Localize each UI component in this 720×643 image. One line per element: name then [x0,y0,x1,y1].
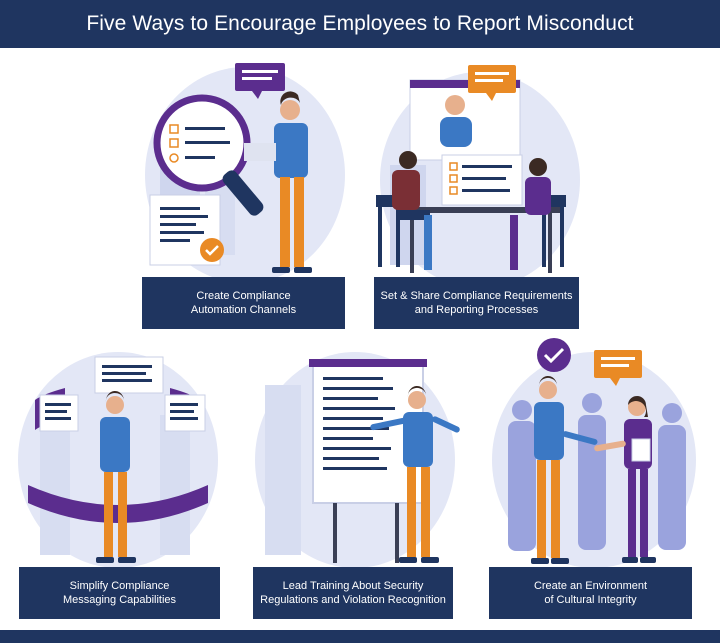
caption-line: Create Compliance [196,290,291,302]
caption-line: and Reporting Processes [414,304,539,316]
title-banner: Five Ways to Encourage Employees to Repo… [0,0,720,48]
caption-cultural-integrity: Create an Environment of Cultural Integr… [489,567,692,619]
magnifying-glass-checklist-icon [145,63,345,283]
caption-line: Create an Environment [533,580,648,592]
caption-line: Set & Share Compliance Requirements [380,290,573,302]
panel-cultural-integrity: Create an Environment of Cultural Integr… [482,335,707,625]
message-ring-icon [18,352,218,568]
caption-line: Messaging Capabilities [62,594,177,606]
caption-line: Simplify Compliance [69,580,170,592]
handshake-icon [492,338,696,568]
caption-line: Lead Training About Security [282,580,424,592]
flipchart-icon [255,352,460,568]
caption-automation-channels: Create Compliance Automation Channels [142,277,345,329]
page-title: Five Ways to Encourage Employees to Repo… [86,12,634,35]
video-meeting-icon [376,65,580,288]
caption-line: Automation Channels [190,304,297,316]
footer-bar [0,630,720,643]
caption-messaging-capabilities: Simplify Compliance Messaging Capabiliti… [19,567,220,619]
caption-line: Regulations and Violation Recognition [260,594,446,606]
panel-automation-channels: Create Compliance Automation Channels [140,55,360,335]
panel-share-requirements: Set & Share Compliance Requirements and … [370,55,585,335]
panel-messaging-capabilities: Simplify Compliance Messaging Capabiliti… [10,345,225,625]
panel-lead-training: Lead Training About Security Regulations… [245,345,470,625]
caption-line: of Cultural Integrity [544,594,637,606]
caption-share-requirements: Set & Share Compliance Requirements and … [374,277,579,329]
caption-lead-training: Lead Training About Security Regulations… [253,567,453,619]
